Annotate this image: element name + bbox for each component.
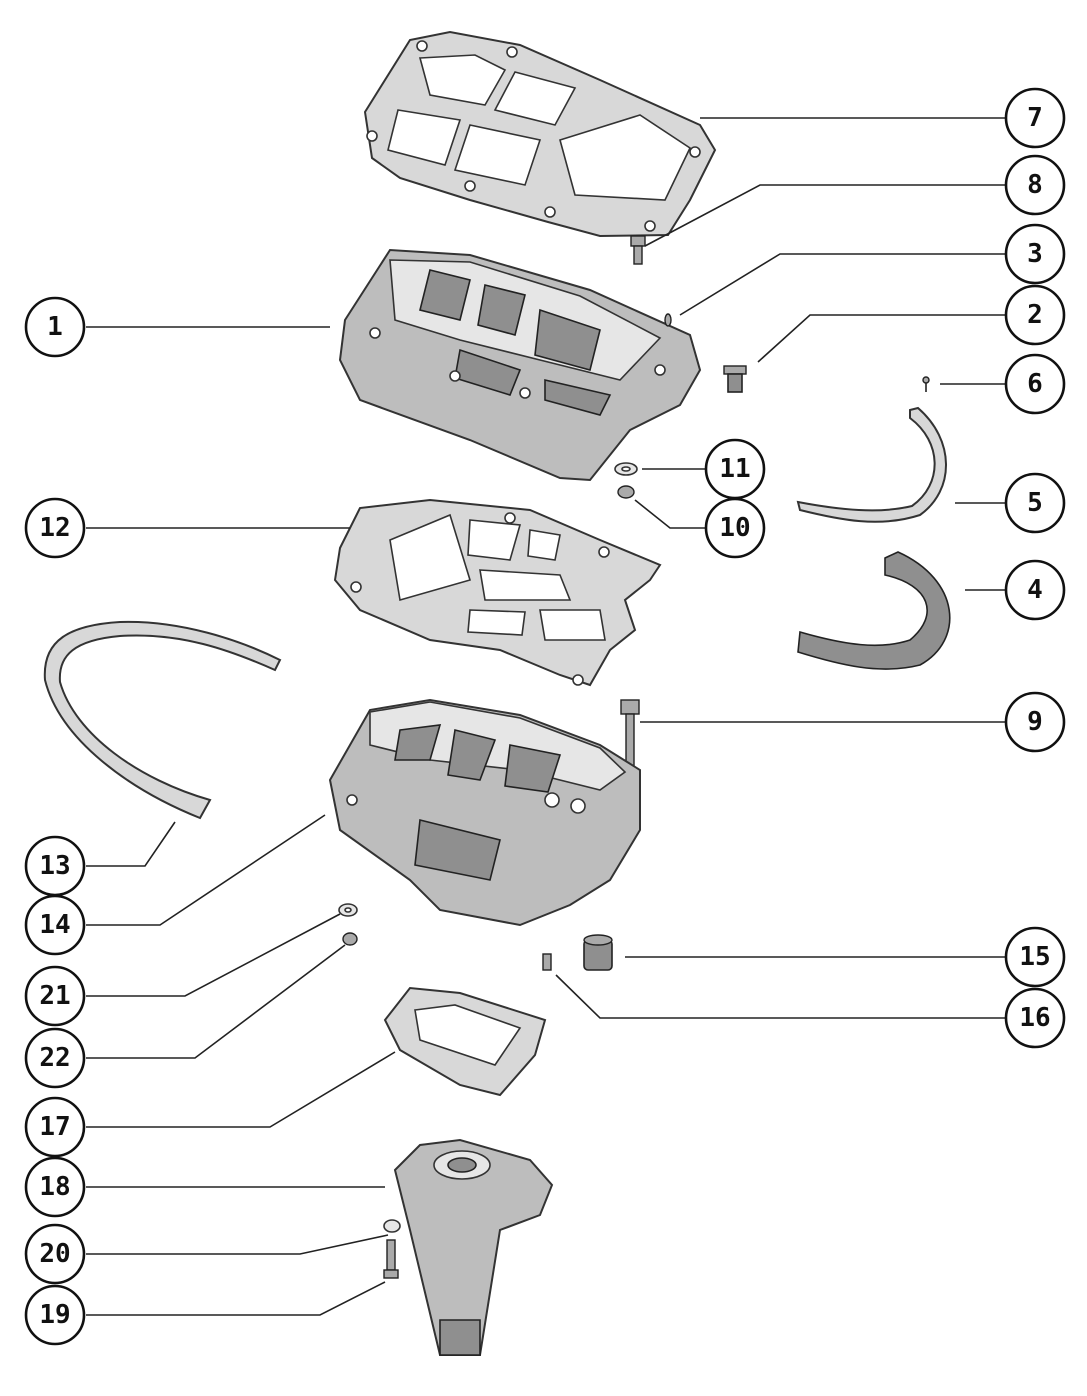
callout-label: 9 [1027, 707, 1043, 737]
callout-label: 14 [39, 910, 70, 940]
exhaust-tube [393, 1138, 554, 1356]
washer-11 [614, 462, 638, 476]
callout-label: 3 [1027, 239, 1043, 269]
callout-22: 22 [24, 1027, 86, 1089]
callout-label: 21 [39, 981, 70, 1011]
callout-label: 4 [1027, 575, 1043, 605]
callout-label: 18 [39, 1172, 70, 1202]
callout-label: 10 [719, 513, 750, 543]
callout-13: 13 [24, 835, 86, 897]
bolt-19 [383, 1239, 399, 1279]
callout-label: 12 [39, 513, 70, 543]
callout-label: 17 [39, 1112, 70, 1142]
callout-16: 16 [1004, 987, 1066, 1049]
washer-21 [338, 903, 358, 917]
callout-2: 2 [1004, 284, 1066, 346]
callout-18: 18 [24, 1156, 86, 1218]
callout-label: 7 [1027, 103, 1043, 133]
nut-10 [617, 485, 635, 499]
seal-strip-5 [796, 406, 947, 523]
callout-3: 3 [1004, 223, 1066, 285]
callout-label: 19 [39, 1300, 70, 1330]
bushing-2 [723, 365, 747, 393]
seal-strip-4 [797, 551, 951, 670]
callout-label: 16 [1019, 1003, 1050, 1033]
upper-housing [338, 248, 702, 482]
nut-22 [342, 932, 358, 946]
screw-6 [922, 376, 930, 392]
callout-9: 9 [1004, 691, 1066, 753]
callout-20: 20 [24, 1223, 86, 1285]
callout-19: 19 [24, 1284, 86, 1346]
callout-label: 11 [719, 454, 750, 484]
callout-label: 20 [39, 1239, 70, 1269]
callout-label: 22 [39, 1043, 70, 1073]
grommet-15 [583, 934, 613, 971]
callout-8: 8 [1004, 154, 1066, 216]
callout-4: 4 [1004, 559, 1066, 621]
washer-20 [383, 1219, 401, 1233]
callout-12: 12 [24, 497, 86, 559]
leader-lines [86, 117, 1005, 1316]
callout-label: 6 [1027, 369, 1043, 399]
callout-label: 13 [39, 851, 70, 881]
bolt-8 [630, 235, 646, 265]
callout-15: 15 [1004, 926, 1066, 988]
lower-housing [328, 698, 641, 927]
callout-7: 7 [1004, 87, 1066, 149]
callout-21: 21 [24, 965, 86, 1027]
callout-11: 11 [704, 438, 766, 500]
callout-17: 17 [24, 1096, 86, 1158]
callout-label: 8 [1027, 170, 1043, 200]
callout-label: 1 [47, 312, 63, 342]
small-gasket [383, 986, 547, 1097]
pin-16 [542, 953, 552, 971]
callout-14: 14 [24, 894, 86, 956]
seal-strip-13 [43, 620, 282, 820]
callout-10: 10 [704, 497, 766, 559]
top-gasket [363, 30, 717, 238]
callout-6: 6 [1004, 353, 1066, 415]
callout-label: 2 [1027, 300, 1043, 330]
middle-gasket [333, 498, 662, 687]
pin-3 [664, 313, 672, 327]
callout-1: 1 [24, 296, 86, 358]
callout-label: 5 [1027, 488, 1043, 518]
bolt-9 [620, 699, 640, 769]
callout-5: 5 [1004, 472, 1066, 534]
callout-label: 15 [1019, 942, 1050, 972]
